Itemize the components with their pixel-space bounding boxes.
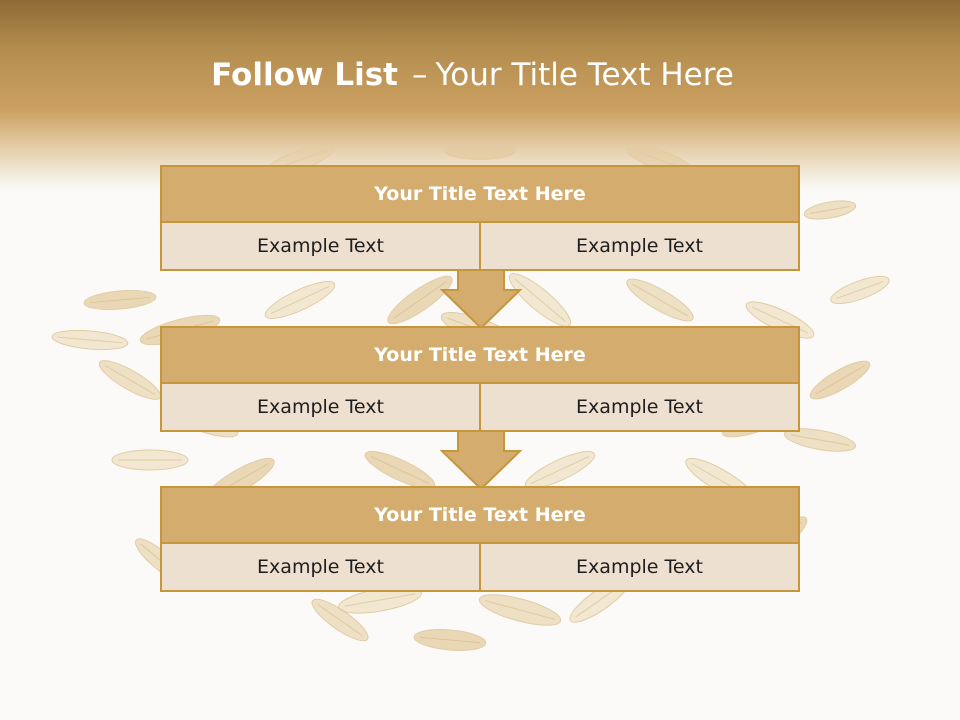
block-cell-right: Example Text: [479, 384, 800, 432]
slide-title: Follow List–Your Title Text Here: [0, 52, 945, 98]
barley-grain-crease: [58, 336, 122, 344]
block-cells: Example Text Example Text: [160, 223, 800, 271]
block-cell-left: Example Text: [160, 544, 481, 592]
barley-grain-crease: [790, 434, 850, 446]
slide-title-bold: Follow List: [211, 57, 398, 93]
block-cell-right: Example Text: [479, 544, 800, 592]
block-title: Your Title Text Here: [160, 326, 800, 384]
barley-grain-crease: [815, 365, 865, 395]
barley-grain-crease: [485, 600, 555, 620]
barley-grain-crease: [393, 280, 447, 320]
barley-grain-crease: [90, 296, 150, 304]
block-title: Your Title Text Here: [160, 486, 800, 544]
barley-grain-crease: [270, 286, 330, 314]
barley-grain-crease: [530, 456, 590, 484]
down-arrow-icon: [439, 430, 523, 491]
block-cell-right: Example Text: [479, 223, 800, 271]
barley-grain-crease: [370, 456, 430, 484]
barley-grain-crease: [810, 206, 850, 214]
slide-title-rest: Your Title Text Here: [435, 57, 734, 93]
barley-grain-crease: [317, 603, 363, 637]
list-block-1: Your Title Text Here Example Text Exampl…: [160, 165, 800, 271]
block-cell-left: Example Text: [160, 384, 481, 432]
barley-grain-crease: [420, 636, 480, 644]
barley-grain-crease: [514, 278, 566, 322]
barley-grain-crease: [344, 593, 416, 607]
barley-grain-crease: [104, 365, 156, 395]
barley-grain-crease: [836, 280, 884, 300]
block-cells: Example Text Example Text: [160, 384, 800, 432]
barley-grain-crease: [632, 283, 688, 317]
block-title: Your Title Text Here: [160, 165, 800, 223]
block-cell-left: Example Text: [160, 223, 481, 271]
block-cells: Example Text Example Text: [160, 544, 800, 592]
down-arrow-icon: [439, 269, 523, 330]
list-block-3: Your Title Text Here Example Text Exampl…: [160, 486, 800, 592]
header-band: [0, 0, 960, 190]
list-block-2: Your Title Text Here Example Text Exampl…: [160, 326, 800, 432]
slide-title-dash: –: [411, 57, 428, 93]
